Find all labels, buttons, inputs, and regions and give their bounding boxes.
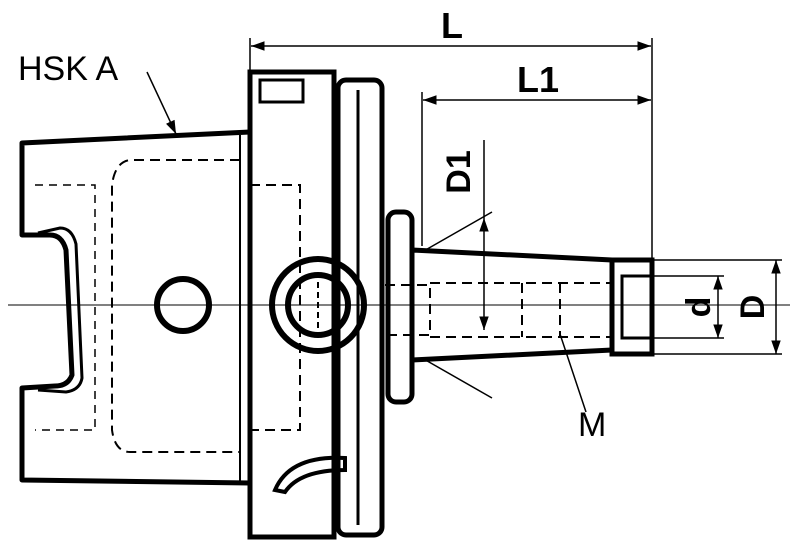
flange-v-groove-bottom bbox=[272, 455, 347, 495]
nose-inner bbox=[620, 274, 654, 340]
nose-collet bbox=[609, 257, 655, 357]
label-D1: D1 bbox=[440, 150, 478, 193]
label-M: M bbox=[578, 406, 606, 444]
d1-leader-upper bbox=[421, 211, 493, 253]
flange-hidden-slot bbox=[250, 184, 301, 431]
hsk-keyway-upper bbox=[37, 226, 84, 394]
shank-hole bbox=[154, 276, 212, 334]
hsk-shank-outline bbox=[19, 129, 251, 486]
label-D: D bbox=[734, 295, 772, 320]
flange-notch bbox=[258, 78, 305, 104]
hsk-hidden-inner bbox=[35, 184, 96, 431]
label-d: d bbox=[680, 297, 718, 318]
hsk-leader bbox=[146, 71, 177, 135]
inner-bore-hidden bbox=[385, 284, 431, 336]
thread-hidden bbox=[430, 282, 610, 338]
flange-body bbox=[247, 69, 337, 540]
hsk-hidden-bore bbox=[111, 159, 240, 453]
collar bbox=[385, 209, 415, 405]
m-leader bbox=[559, 333, 587, 413]
label-L: L bbox=[441, 5, 463, 46]
label-hsk: HSK A bbox=[18, 50, 118, 88]
groove-ring bbox=[335, 77, 385, 538]
label-L1: L1 bbox=[517, 59, 559, 100]
clamp-screw-inner bbox=[285, 272, 351, 338]
d1-leader-lower bbox=[421, 357, 493, 399]
clamp-screw-outer bbox=[269, 256, 367, 354]
